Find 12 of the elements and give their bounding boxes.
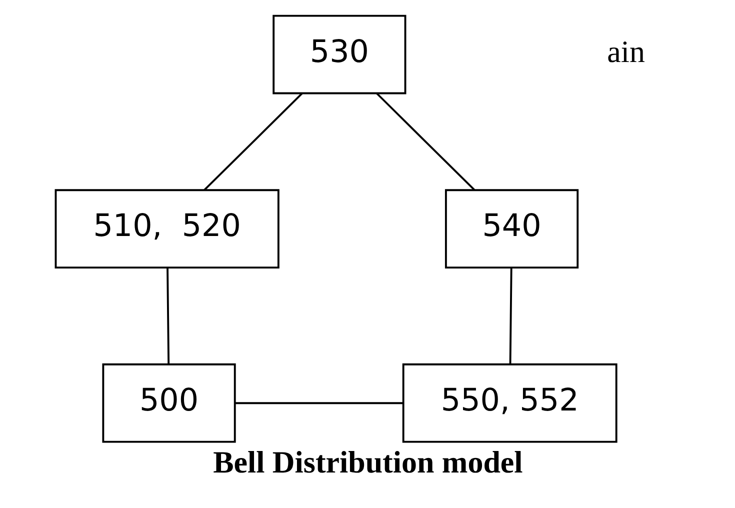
node-box: 540 xyxy=(444,189,578,269)
node-box: 510, 520 xyxy=(54,189,279,269)
node-box: 500 xyxy=(102,363,236,443)
connector xyxy=(376,92,475,191)
label: ain xyxy=(606,34,644,69)
caption: Bell Distribution model xyxy=(212,444,522,480)
node-box: 530 xyxy=(272,14,406,94)
connector xyxy=(508,268,512,364)
connector xyxy=(203,92,302,191)
node-box: 550, 552 xyxy=(402,363,617,443)
connector xyxy=(166,268,170,364)
connector xyxy=(234,402,402,404)
